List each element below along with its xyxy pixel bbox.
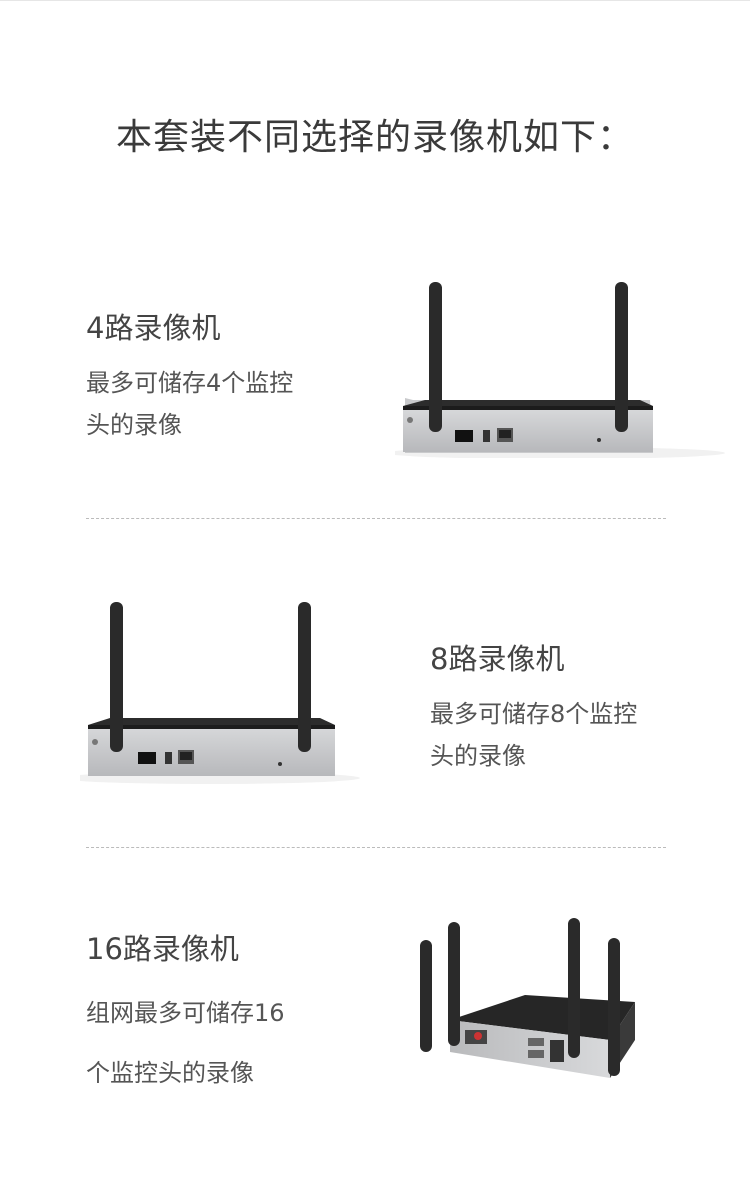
product-title-8ch: 8路录像机: [430, 642, 565, 676]
desc-line: 最多可储存4个监控: [86, 369, 294, 397]
divider: [86, 847, 666, 848]
desc-line: 个监控头的录像: [86, 1059, 254, 1087]
product-desc-16ch: 组网最多可储存16 个监控头的录像: [86, 983, 326, 1103]
nvr-2-antenna-icon: [80, 602, 360, 784]
desc-line: 最多可储存8个监控: [430, 700, 638, 728]
desc-line: 头的录像: [86, 411, 182, 439]
top-border: [0, 0, 750, 1]
nvr-4-antenna-icon: [420, 918, 635, 1078]
desc-line: 组网最多可储存16: [86, 999, 285, 1027]
nvr-2-antenna-icon: [395, 282, 725, 458]
desc-line: 头的录像: [430, 742, 526, 770]
page-title: 本套装不同选择的录像机如下：: [115, 117, 634, 158]
divider: [86, 518, 666, 519]
product-desc-8ch: 最多可储存8个监控 头的录像: [430, 693, 680, 777]
product-desc-4ch: 最多可储存4个监控 头的录像: [86, 362, 336, 446]
product-title-16ch: 16路录像机: [86, 932, 239, 966]
product-title-4ch: 4路录像机: [86, 311, 221, 345]
